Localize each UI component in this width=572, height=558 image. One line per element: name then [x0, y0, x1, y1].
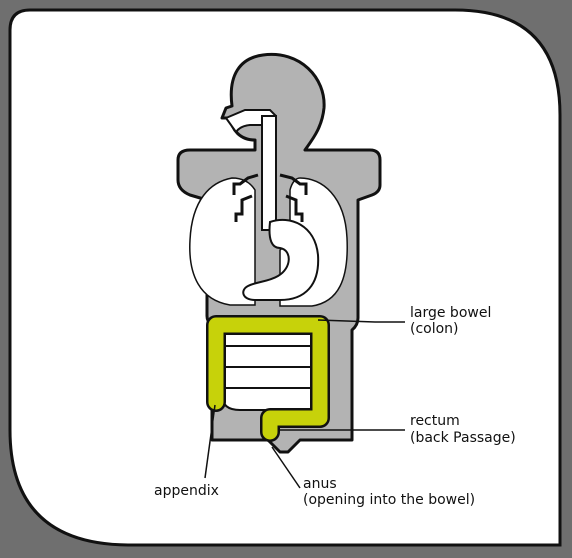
- label-anus: anus: [303, 476, 337, 492]
- label-anus-sub: (opening into the bowel): [303, 492, 475, 508]
- label-large-bowel: large bowel: [410, 305, 491, 321]
- label-large-bowel-sub: (colon): [410, 321, 459, 337]
- label-rectum-sub: (back Passage): [410, 430, 516, 446]
- label-rectum: rectum: [410, 413, 460, 429]
- oesophagus: [262, 116, 276, 230]
- label-appendix: appendix: [154, 483, 219, 499]
- small-intestine: [222, 325, 322, 410]
